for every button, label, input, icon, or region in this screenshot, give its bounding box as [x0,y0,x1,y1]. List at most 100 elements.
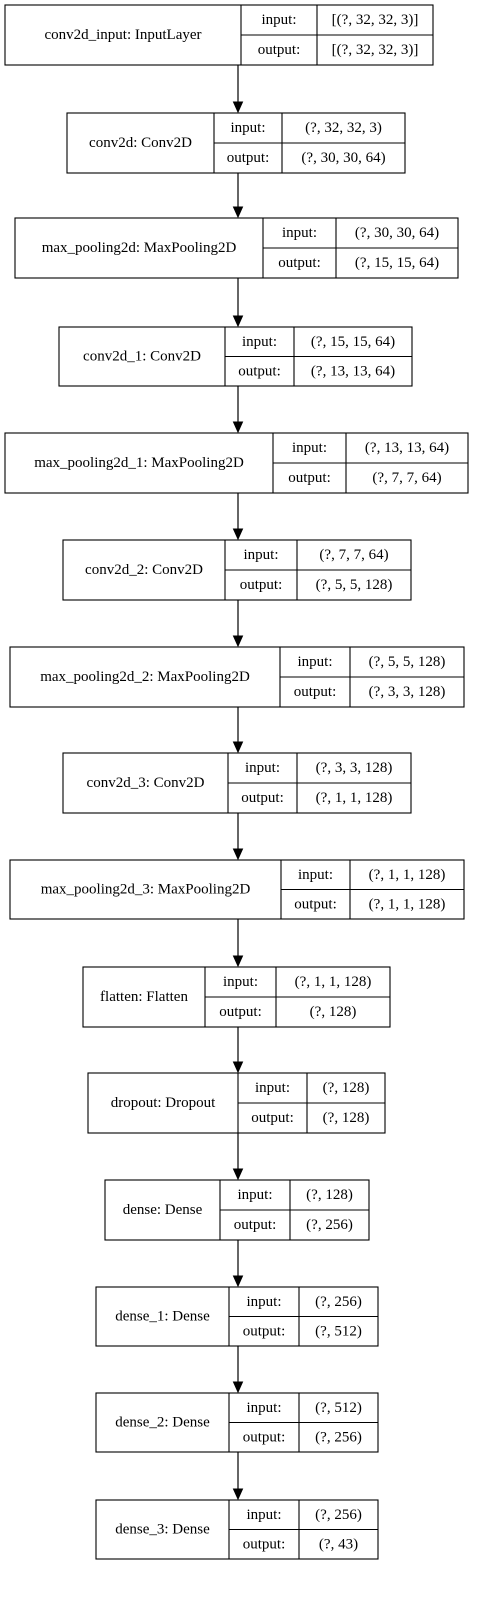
output-label: output: [234,1217,277,1233]
arrowhead-icon [232,1488,244,1501]
output-label: output: [241,790,284,806]
layer-name: conv2d_1: Conv2D [83,349,201,365]
output-label: output: [288,470,331,486]
input-label: input: [282,225,317,241]
input-shape: (?, 30, 30, 64) [355,225,439,241]
layer-node: dense_2: Dense input: output: (?, 512) (?, 2… [95,1392,379,1453]
arrowhead-icon [232,315,244,328]
arrowhead-icon [232,101,244,114]
layer-node: max_pooling2d: MaxPooling2D input: output:… [14,217,459,279]
arrowhead-icon [232,421,244,434]
input-shape: (?, 128) [306,1187,353,1203]
input-shape: (?, 512) [315,1400,362,1416]
nodes-layer: conv2d_input: InputLayer input: output: [(?… [4,4,469,1560]
input-label: input: [242,334,277,350]
output-shape: (?, 7, 7, 64) [372,470,441,486]
input-label: input: [297,654,332,670]
input-label: input: [246,1294,281,1310]
input-shape: (?, 256) [315,1294,362,1310]
output-shape: (?, 128) [310,1004,357,1020]
arrowhead-icon [232,1168,244,1181]
arrowhead-icon [232,741,244,754]
input-shape: (?, 3, 3, 128) [316,760,393,776]
layer-node: dense_3: Dense input: output: (?, 256) (?, 4… [95,1499,379,1560]
input-label: input: [255,1080,290,1096]
output-label: output: [243,1323,286,1339]
layer-name: max_pooling2d: MaxPooling2D [42,240,237,256]
output-label: output: [251,1110,294,1126]
layer-node: conv2d: Conv2D input: output: (?, 32, 32, 3… [66,112,406,174]
output-label: output: [227,150,270,166]
layer-name: dense_1: Dense [115,1309,210,1325]
layer-node: max_pooling2d_1: MaxPooling2D input: outpu… [4,432,469,494]
output-label: output: [238,363,281,379]
output-label: output: [278,255,321,271]
arrowhead-icon [232,848,244,861]
output-shape: (?, 1, 1, 128) [369,896,446,912]
layer-name: conv2d_3: Conv2D [87,775,205,791]
layer-name: max_pooling2d_2: MaxPooling2D [40,669,250,685]
layer-name: dropout: Dropout [111,1095,216,1111]
output-label: output: [219,1004,262,1020]
output-shape: (?, 256) [315,1429,362,1445]
layer-name: max_pooling2d_3: MaxPooling2D [41,882,251,898]
input-label: input: [243,547,278,563]
layer-node: conv2d_input: InputLayer input: output: [(?… [4,4,434,66]
input-shape: (?, 128) [323,1080,370,1096]
layer-node: conv2d_2: Conv2D input: output: (?, 7, 7, 6… [62,539,412,601]
input-label: input: [246,1400,281,1416]
input-shape: (?, 1, 1, 128) [369,867,446,883]
layer-node: dropout: Dropout input: output: (?, 128) (?,… [87,1072,386,1134]
edges-layer [232,65,244,1501]
output-label: output: [294,896,337,912]
output-shape: (?, 1, 1, 128) [316,790,393,806]
layer-name: conv2d: Conv2D [89,135,192,151]
output-shape: (?, 30, 30, 64) [301,150,385,166]
layer-node: max_pooling2d_2: MaxPooling2D input: outpu… [9,646,465,708]
input-label: input: [245,760,280,776]
output-shape: (?, 15, 15, 64) [355,255,439,271]
layer-node: conv2d_1: Conv2D input: output: (?, 15, 15,… [58,326,413,387]
layer-name: dense_2: Dense [115,1415,210,1431]
input-label: input: [223,974,258,990]
layer-name: conv2d_input: InputLayer [44,27,201,43]
output-shape: (?, 43) [319,1536,358,1552]
layer-name: conv2d_2: Conv2D [85,562,203,578]
arrowhead-icon [232,1275,244,1288]
layer-node: max_pooling2d_3: MaxPooling2Dinput:outpu… [9,859,465,920]
output-shape: (?, 5, 5, 128) [316,577,393,593]
output-label: output: [294,684,337,700]
output-label: output: [258,42,301,58]
output-label: output: [243,1429,286,1445]
input-shape: (?, 13, 13, 64) [365,440,449,456]
output-label: output: [243,1536,286,1552]
layer-name: dense_3: Dense [115,1522,210,1538]
arrowhead-icon [232,955,244,968]
input-label: input: [292,440,327,456]
layer-node-border [87,1072,386,1134]
input-shape: (?, 256) [315,1507,362,1523]
input-label: input: [261,12,296,28]
input-label: input: [230,120,265,136]
input-shape: [(?, 32, 32, 3)] [332,12,419,28]
input-shape: (?, 7, 7, 64) [319,547,388,563]
input-label: input: [237,1187,272,1203]
output-shape: (?, 13, 13, 64) [311,363,395,379]
input-shape: (?, 15, 15, 64) [311,334,395,350]
layer-name: dense: Dense [123,1202,203,1218]
output-label: output: [240,577,283,593]
input-shape: (?, 32, 32, 3) [305,120,382,136]
layer-name: max_pooling2d_1: MaxPooling2D [34,455,244,471]
arrowhead-icon [232,635,244,648]
arrowhead-icon [232,528,244,541]
output-shape: [(?, 32, 32, 3)] [332,42,419,58]
arrowhead-icon [232,206,244,219]
output-shape: (?, 128) [323,1110,370,1126]
output-shape: (?, 3, 3, 128) [369,684,446,700]
input-label: input: [246,1507,281,1523]
layer-node: conv2d_3: Conv2D input: output: (?, 3, 3, 1… [62,752,412,814]
